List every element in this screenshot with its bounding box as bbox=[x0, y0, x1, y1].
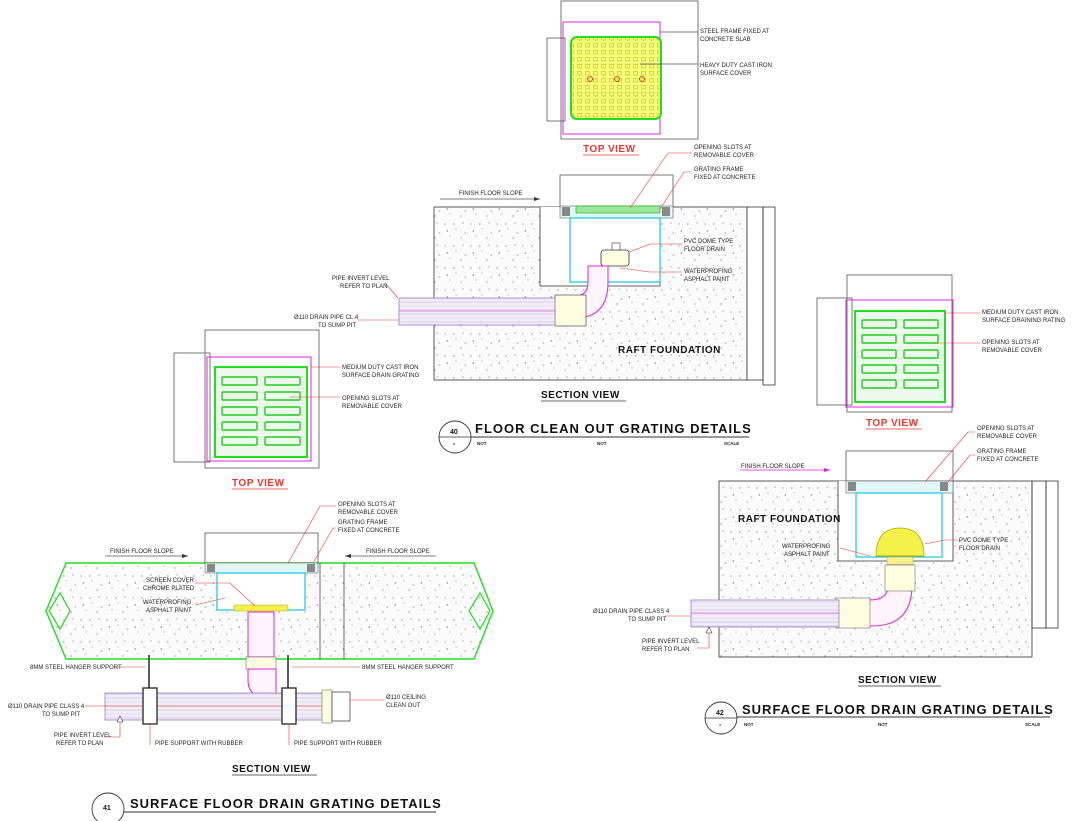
detail-42-top-view bbox=[816, 274, 980, 413]
d40-note-pipe-invert-1: PIPE INVERT LEVEL bbox=[332, 276, 390, 282]
d41-note-pipe-invert-1: PIPE INVERT LEVEL bbox=[54, 733, 112, 739]
d42-raft-foundation: RAFT FOUNDATION bbox=[738, 514, 841, 525]
d40-note-pipe-invert-2: REFER TO PLAN bbox=[340, 284, 387, 290]
detail-42-title-block bbox=[704, 701, 1050, 735]
d40-number: 40 bbox=[450, 429, 458, 436]
top-view-label-1: TOP VIEW bbox=[583, 144, 636, 155]
d42-sub-mid: NOT bbox=[878, 722, 888, 727]
d40-note-waterproofing-2: ASPHALT PAINT bbox=[684, 277, 730, 283]
d41-note-ceiling-clean-1: Ø110 CEILING bbox=[386, 695, 426, 701]
d42-sub-right: SCALE bbox=[1025, 722, 1040, 727]
d40-note-grating-frame-1: GRATING FRAME bbox=[694, 167, 744, 173]
detail-41-title-block bbox=[91, 792, 436, 821]
d42-number-sub: - bbox=[719, 722, 722, 729]
d42-note-medium-duty-2: SURFACE DRAINING RATING bbox=[982, 318, 1066, 324]
detail-41-section bbox=[45, 505, 494, 745]
d42-note-opening-slots-1: OPENING SLOTS AT bbox=[977, 426, 1035, 432]
d40-note-medium-duty-1: MEDIUM DUTY CAST IRON bbox=[342, 365, 418, 371]
d42-note-opening-slots-tv-1: OPENING SLOTS AT bbox=[982, 340, 1040, 346]
d42-top-view-label: TOP VIEW bbox=[866, 418, 919, 429]
d42-note-waterproofing-2: ASPHALT PAINT bbox=[784, 552, 830, 558]
d40-note-medium-duty-2: SURFACE DRAIN GRATING bbox=[342, 373, 420, 379]
d40-note-opening-slots-2: REMOVABLE COVER bbox=[694, 153, 755, 159]
heavy-duty-top-view: STEEL FRAME FIXED AT CONCRETE SLAB HEAVY… bbox=[546, 0, 772, 156]
note-steel-frame-2: CONCRETE SLAB bbox=[700, 37, 751, 43]
d41-note-opening-slots-1: OPENING SLOTS AT bbox=[338, 502, 396, 508]
d41-note-grating-frame-2: FIXED AT CONCRETE bbox=[338, 528, 399, 534]
d41-note-pipe-invert-2: REFER TO PLAN bbox=[56, 741, 103, 747]
d41-note-ceiling-clean-2: CLEAN OUT bbox=[386, 703, 421, 709]
d40-note-grating-frame-2: FIXED AT CONCRETE bbox=[694, 175, 755, 181]
d41-note-drain-pipe-1: Ø110 DRAIN PIPE CLASS 4 bbox=[8, 704, 85, 710]
d41-note-opening-slots-2: REMOVABLE COVER bbox=[338, 510, 399, 516]
note-heavy-duty-2: SURFACE COVER bbox=[700, 71, 752, 77]
detail-40-section bbox=[358, 152, 776, 386]
d42-section-view-label: SECTION VIEW bbox=[858, 675, 937, 686]
d40-sub-mid: NOT bbox=[597, 441, 607, 446]
d42-note-opening-slots-tv-2: REMOVABLE COVER bbox=[982, 348, 1043, 354]
detail-42-section bbox=[665, 431, 1059, 658]
d41-note-hanger-left: 8MM STEEL HANGER SUPPORT bbox=[30, 665, 122, 671]
d42-sub-left: NOT bbox=[744, 722, 754, 727]
d40-note-waterproofing-1: WATERPROFING bbox=[684, 269, 733, 275]
d41-note-drain-pipe-2: TO SUMP PIT bbox=[42, 712, 80, 718]
d40-note-opening-slots-1: OPENING SLOTS AT bbox=[694, 145, 752, 151]
d42-note-grating-frame-1: GRATING FRAME bbox=[977, 449, 1027, 455]
d41-note-screen-cover-2: CHROME PLATED bbox=[143, 586, 195, 592]
d40-number-sub: - bbox=[453, 441, 456, 448]
d42-note-medium-duty-1: MEDIUM DUTY CAST IRON bbox=[982, 310, 1058, 316]
d41-title: SURFACE FLOOR DRAIN GRATING DETAILS bbox=[130, 796, 442, 811]
d41-section-view-label: SECTION VIEW bbox=[232, 764, 311, 775]
d40-note-drain-pipe-2: TO SUMP PIT bbox=[318, 323, 356, 329]
d40-finish-floor-slope: FINISH FLOOR SLOPE bbox=[459, 191, 523, 197]
d42-note-grating-frame-2: FIXED AT CONCRETE bbox=[977, 457, 1038, 463]
d40-section-view-label: SECTION VIEW bbox=[541, 390, 620, 401]
d40-note-pvc-dome-1: PVC DOME TYPE bbox=[684, 239, 733, 245]
d42-title: SURFACE FLOOR DRAIN GRATING DETAILS bbox=[742, 702, 1054, 717]
d41-note-pipe-support-left: PIPE SUPPORT WITH RUBBER bbox=[155, 741, 243, 747]
d42-note-pipe-invert-2: REFER TO PLAN bbox=[642, 647, 689, 653]
d42-note-drain-pipe-2: TO SUMP PIT bbox=[628, 617, 666, 623]
detail-40-top-view bbox=[173, 329, 340, 469]
d42-note-opening-slots-2: REMOVABLE COVER bbox=[977, 434, 1038, 440]
note-heavy-duty-1: HEAVY DUTY CAST IRON bbox=[700, 63, 772, 69]
d40-title: FLOOR CLEAN OUT GRATING DETAILS bbox=[475, 421, 752, 436]
d41-finish-floor-slope-left: FINISH FLOOR SLOPE bbox=[110, 549, 174, 555]
d40-top-view-label: TOP VIEW bbox=[232, 478, 285, 489]
d42-note-pvc-dome-1: PVC DOME TYPE bbox=[959, 538, 1008, 544]
d42-note-pipe-invert-1: PIPE INVERT LEVEL bbox=[642, 639, 700, 645]
detail-40-title-block bbox=[438, 420, 749, 454]
d41-note-pipe-support-right: PIPE SUPPORT WITH RUBBER bbox=[294, 741, 382, 747]
d42-note-waterproofing-1: WATERPROFING bbox=[782, 544, 831, 550]
d40-note-drain-pipe-1: Ø110 DRAIN PIPE CL.4 bbox=[294, 315, 359, 321]
note-steel-frame-1: STEEL FRAME FIXED AT bbox=[700, 29, 770, 35]
d41-note-grating-frame-1: GRATING FRAME bbox=[338, 520, 388, 526]
d40-note-opening-slots-tv-1: OPENING SLOTS AT bbox=[342, 396, 400, 402]
d42-number: 42 bbox=[716, 710, 724, 717]
d40-note-opening-slots-tv-2: REMOVABLE COVER bbox=[342, 404, 403, 410]
d42-note-drain-pipe-1: Ø110 DRAIN PIPE CLASS 4 bbox=[593, 609, 670, 615]
d40-note-pvc-dome-2: FLOOR DRAIN bbox=[684, 247, 725, 253]
d40-sub-right: SCALE bbox=[724, 441, 739, 446]
d41-note-waterproofing-2: ASPHALT PAINT bbox=[146, 608, 192, 614]
d41-note-screen-cover-1: SCREEN COVER bbox=[146, 578, 195, 584]
d41-number: 41 bbox=[103, 805, 111, 812]
d41-note-waterproofing-1: WATERPROFING bbox=[143, 600, 192, 606]
d42-note-pvc-dome-2: FLOOR DRAIN bbox=[959, 546, 1000, 552]
d40-raft-foundation: RAFT FOUNDATION bbox=[618, 345, 721, 356]
d41-note-hanger-right: 8MM STEEL HANGER SUPPORT bbox=[362, 665, 454, 671]
d40-sub-left: NOT bbox=[477, 441, 487, 446]
d42-finish-floor-slope: FINISH FLOOR SLOPE bbox=[741, 464, 805, 470]
d41-finish-floor-slope-right: FINISH FLOOR SLOPE bbox=[366, 549, 430, 555]
